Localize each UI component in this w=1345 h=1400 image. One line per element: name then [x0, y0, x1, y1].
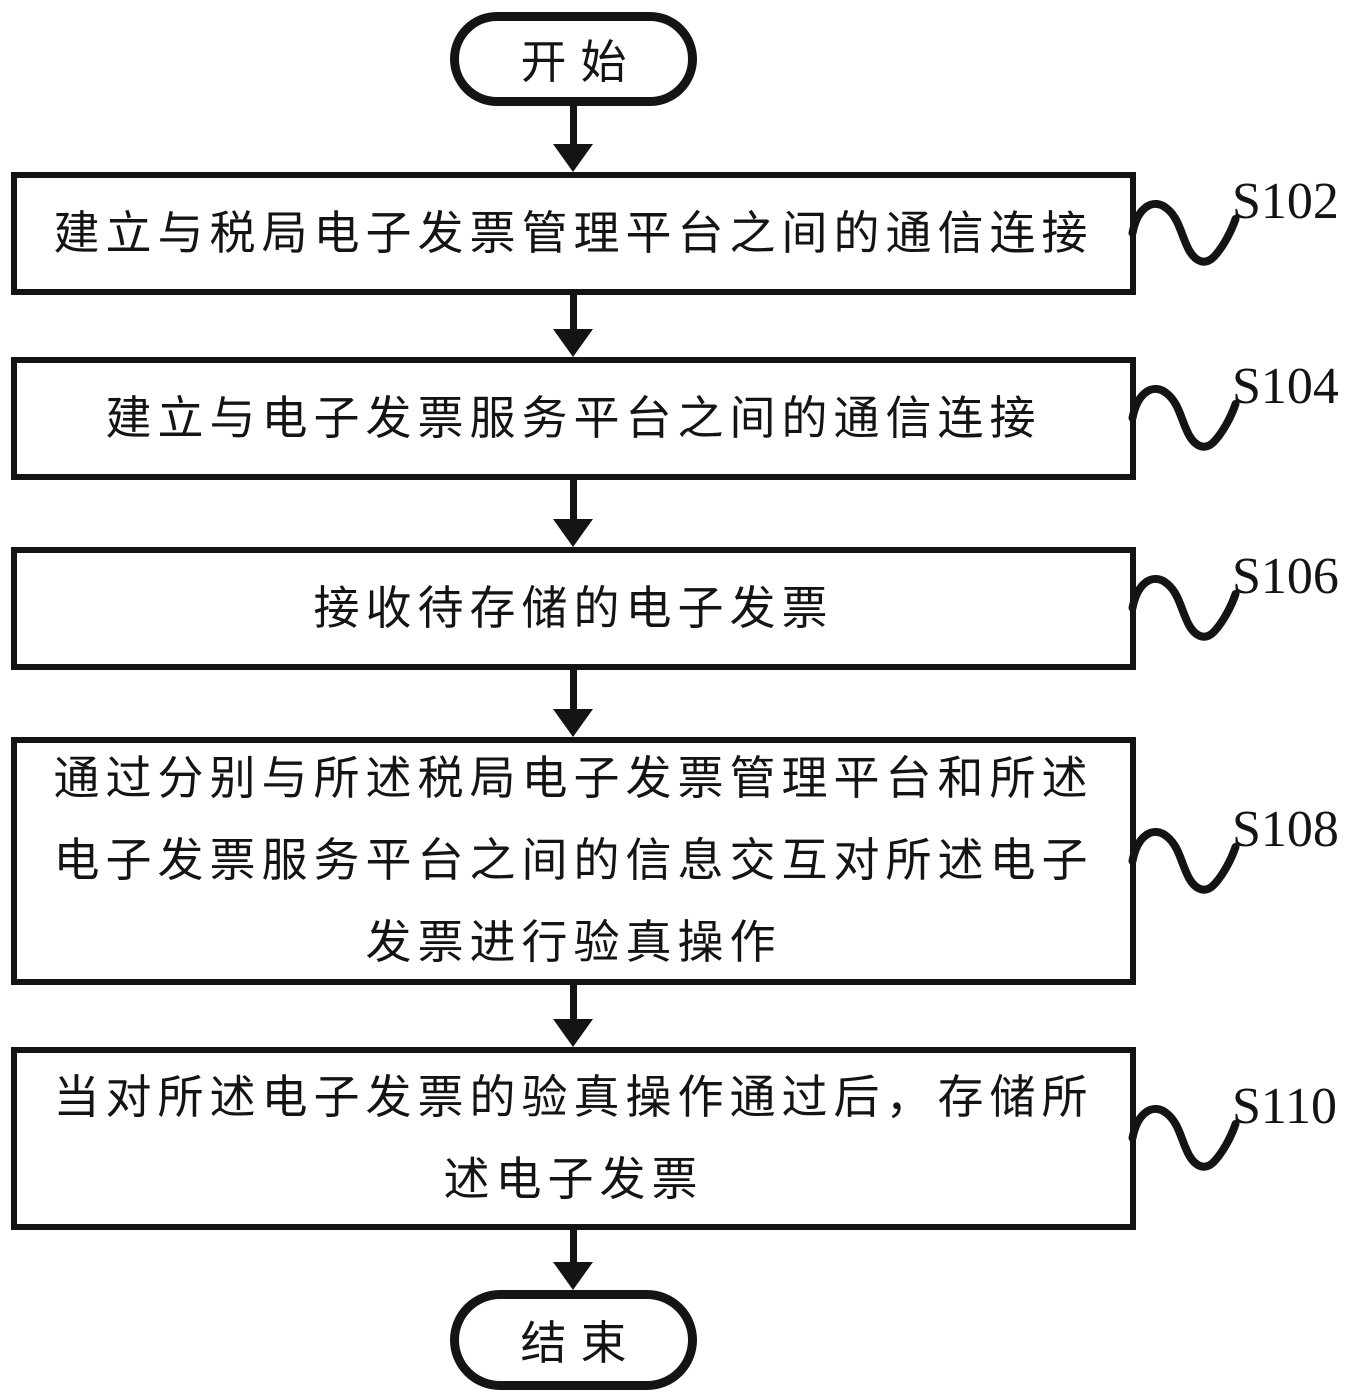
start-label: 开始 [520, 37, 641, 88]
process-step-s104: 建立与电子发票服务平台之间的通信连接 [11, 357, 1136, 480]
reference-squiggle-icon [1128, 828, 1240, 894]
flow-arrow [553, 670, 593, 737]
arrowhead-icon [553, 519, 593, 547]
step-label-s106: S106 [1232, 548, 1339, 605]
arrowhead-icon [553, 144, 593, 172]
reference-squiggle-icon [1128, 1105, 1240, 1171]
process-step-s106: 接收待存储的电子发票 [11, 547, 1136, 670]
arrow-shaft [570, 480, 577, 521]
process-step-text: 建立与税局电子发票管理平台之间的通信连接 [53, 207, 1094, 259]
end-node: 结束 [450, 1290, 697, 1390]
arrowhead-icon [553, 329, 593, 357]
step-label-s108: S108 [1232, 801, 1339, 858]
process-step-text: 接收待存储的电子发票 [313, 582, 834, 634]
arrow-shaft [570, 105, 577, 146]
arrowhead-icon [553, 709, 593, 737]
process-step-s110: 当对所述电子发票的验真操作通过后，存储所述电子发票 [11, 1047, 1136, 1230]
arrow-shaft [570, 295, 577, 331]
arrowhead-icon [553, 1262, 593, 1290]
flow-arrow [553, 1230, 593, 1290]
reference-squiggle-icon [1128, 575, 1240, 641]
arrow-shaft [570, 670, 577, 711]
process-step-text: 建立与电子发票服务平台之间的通信连接 [105, 392, 1042, 444]
process-step-text: 通过分别与所述税局电子发票管理平台和所述电子发票服务平台之间的信息交互对所述电子… [53, 753, 1094, 968]
end-label: 结束 [520, 1318, 641, 1369]
step-label-s110: S110 [1232, 1078, 1337, 1135]
arrow-shaft [570, 1230, 577, 1264]
arrow-shaft [570, 985, 577, 1021]
process-step-s108: 通过分别与所述税局电子发票管理平台和所述电子发票服务平台之间的信息交互对所述电子… [11, 737, 1136, 985]
process-step-text: 当对所述电子发票的验真操作通过后，存储所述电子发票 [53, 1071, 1094, 1205]
flow-arrow [553, 105, 593, 172]
reference-squiggle-icon [1128, 200, 1240, 266]
start-node: 开始 [450, 12, 697, 106]
process-step-s102: 建立与税局电子发票管理平台之间的通信连接 [11, 172, 1136, 295]
reference-squiggle-icon [1128, 385, 1240, 451]
step-label-s104: S104 [1232, 358, 1339, 415]
flow-arrow [553, 985, 593, 1047]
step-label-s102: S102 [1232, 173, 1339, 230]
flow-arrow [553, 295, 593, 357]
arrowhead-icon [553, 1019, 593, 1047]
flow-arrow [553, 480, 593, 547]
